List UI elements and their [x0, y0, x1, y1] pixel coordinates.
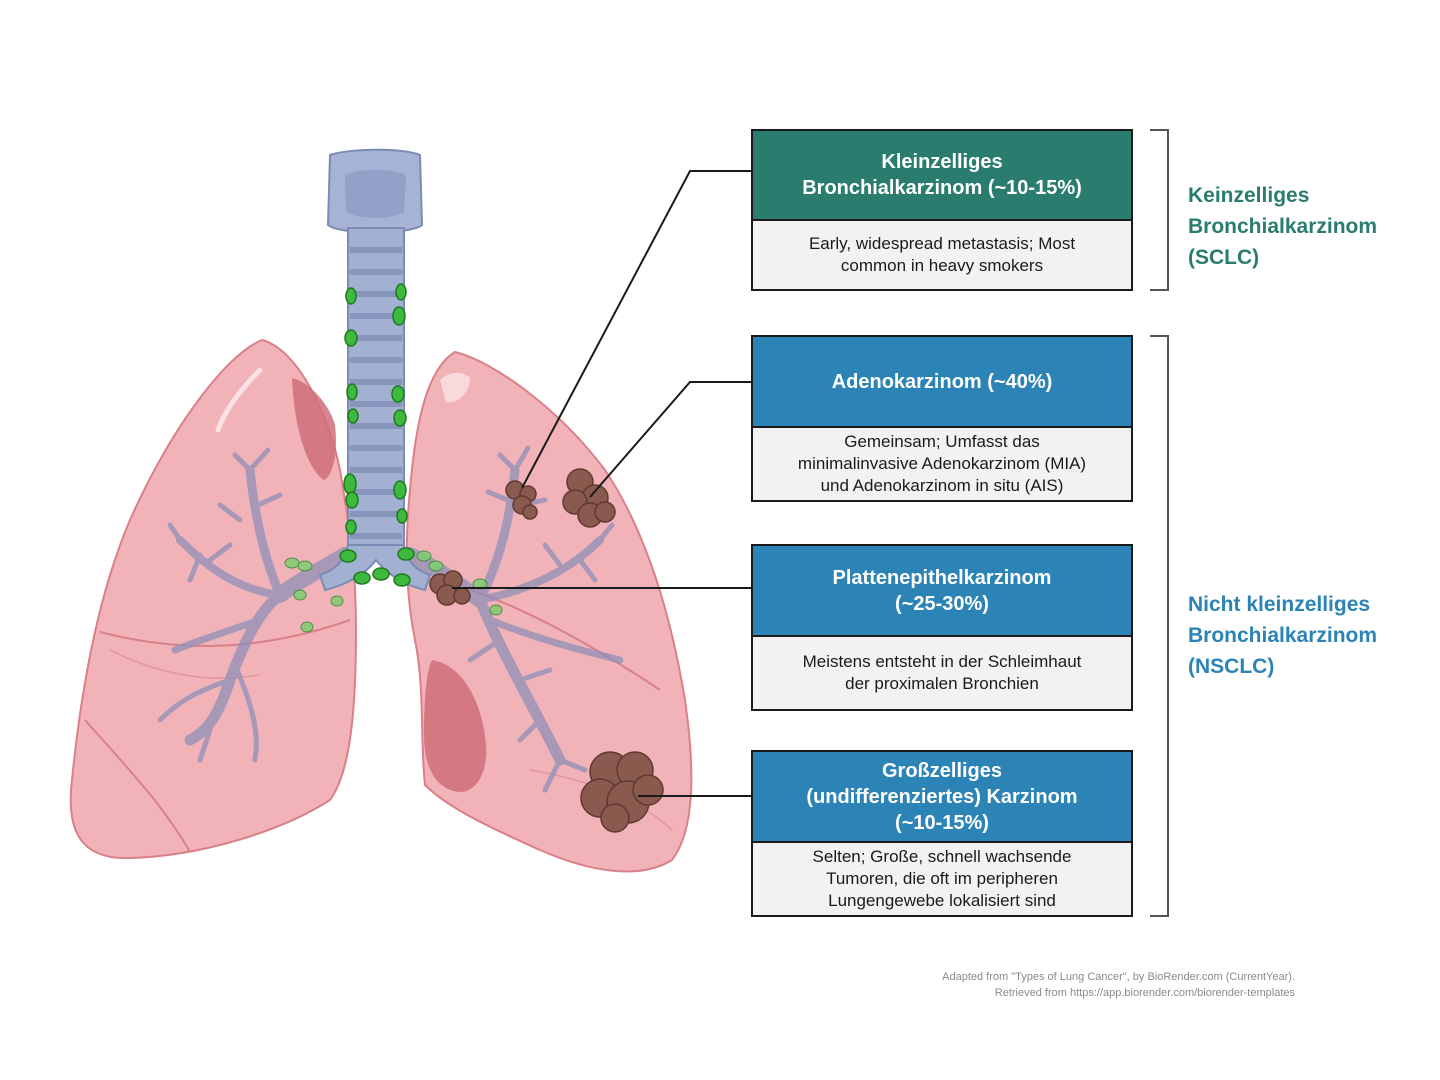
sclc-bracket	[1150, 129, 1169, 291]
hilar-lymph-nodes	[284, 550, 503, 633]
nsclc-bracket	[1150, 335, 1169, 917]
left-lung	[405, 350, 693, 873]
squamous-description: Meistens entsteht in der Schleimhaut der…	[802, 652, 1082, 693]
squamous-title: Plattenepithelkarzinom (~25-30%)	[753, 546, 1131, 637]
squamous-box: Plattenepithelkarzinom (~25-30%) Meisten…	[751, 544, 1133, 711]
lymph-nodes	[339, 283, 415, 587]
brackets	[1150, 129, 1169, 917]
adenocarcinoma-title: Adenokarzinom (~40%)	[753, 337, 1131, 428]
adenocarcinoma-box: Adenokarzinom (~40%) Gemeinsam; Umfasst …	[751, 335, 1133, 502]
right-lung	[69, 338, 358, 860]
tumor-large-cell	[580, 751, 664, 833]
tumors	[429, 468, 664, 833]
large-cell-title: Großzelliges (undifferenziertes) Karzino…	[753, 752, 1131, 843]
sclc-group-label: Keinzelliges Bronchialkarzinom (SCLC)	[1188, 184, 1378, 269]
nsclc-group-label: Nicht kleinzelliges Bronchialkarzinom (N…	[1188, 593, 1378, 678]
adenocarcinoma-description: Gemeinsam; Umfasst das minimalinvasive A…	[797, 432, 1087, 495]
sclc-description: Early, widespread metastasis; Most commo…	[808, 234, 1076, 275]
tumor-sclc	[505, 480, 538, 520]
leader-lines	[452, 170, 751, 797]
citation-text: Adapted from "Types of Lung Cancer", by …	[942, 971, 1295, 999]
sclc-box: Kleinzelliges Bronchialkarzinom (~10-15%…	[751, 129, 1133, 291]
sclc-title: Kleinzelliges Bronchialkarzinom (~10-15%…	[753, 131, 1131, 221]
large-cell-box: Großzelliges (undifferenziertes) Karzino…	[751, 750, 1133, 917]
tumor-adenocarcinoma	[562, 468, 616, 528]
large-cell-description: Selten; Große, schnell wachsende Tumoren…	[812, 847, 1072, 910]
